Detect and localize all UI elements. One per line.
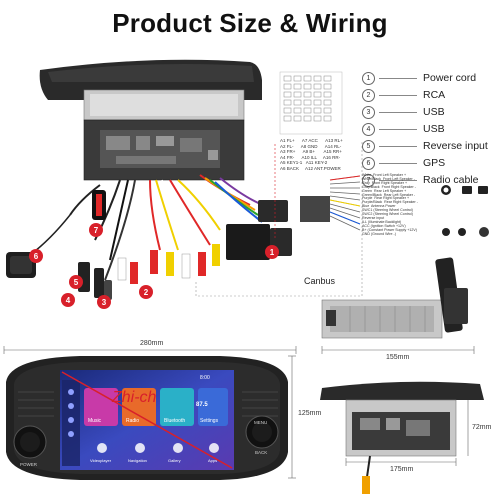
chassis-side-view — [321, 257, 475, 354]
legend-label: Power cord — [423, 72, 477, 84]
callout-5 — [69, 275, 83, 289]
tile-settings — [198, 388, 228, 426]
tile-bluetooth-label: Bluetooth — [164, 418, 185, 424]
knob-menu-label: MENU — [254, 420, 267, 425]
legend-label: USB — [423, 106, 445, 118]
rca-plugs — [117, 244, 220, 284]
tile-radio — [122, 388, 156, 426]
tile-radio-label: Radio — [126, 418, 139, 424]
wire-harness — [29, 174, 266, 281]
legend-item: 5 Reverse input — [362, 138, 498, 154]
callout-7 — [89, 223, 103, 237]
head-unit-top — [39, 59, 262, 181]
wifi-icon — [68, 389, 74, 395]
legend-item: 7 Radio cable — [362, 172, 498, 188]
dimension-chassis-height: 72mm — [472, 424, 492, 431]
legend-label: RCA — [423, 89, 446, 101]
callout-frames — [195, 140, 363, 297]
wiring-labels: White Front Left Speaker + White/Black F… — [362, 173, 418, 236]
bottom-item-0: Videoplayer — [90, 458, 112, 463]
callout-4-label: 4 — [66, 296, 71, 305]
dimension-height: 125mm — [298, 410, 322, 417]
tile-settings-label: Settings — [200, 418, 219, 424]
legend-item: 1 Power cord — [362, 70, 498, 86]
camera-icon — [478, 186, 488, 194]
screen-time: 8:00 — [200, 375, 210, 381]
legend-number: 7 — [362, 173, 375, 187]
legend-number: 5 — [362, 139, 375, 153]
legend-item: 2 RCA — [362, 87, 498, 103]
legend-label: USB — [423, 123, 445, 135]
legend-label: Radio cable — [423, 174, 479, 186]
callout-6 — [29, 249, 43, 263]
callout-3 — [97, 295, 111, 309]
dimension-depth: 155mm — [386, 354, 410, 361]
callout-1-label: 1 — [270, 248, 275, 257]
knob-power-label: POWER — [20, 462, 38, 467]
usb-plugs — [78, 190, 112, 300]
connector-pinout — [279, 71, 343, 135]
accessory-icons — [441, 185, 489, 237]
callout-2 — [139, 285, 153, 299]
canbus-label: Canbus — [304, 276, 336, 286]
callout-4 — [61, 293, 75, 307]
tile-music — [84, 388, 118, 426]
legend-number: 6 — [362, 156, 375, 170]
callout-markers — [29, 223, 279, 309]
chassis-bottom-right — [320, 381, 484, 494]
wiring-harness-right — [300, 175, 361, 231]
canbus-box — [226, 200, 292, 260]
tile-bluetooth — [160, 388, 194, 426]
legend-item: 4 USB — [362, 121, 498, 137]
callout-7-label: 7 — [94, 226, 99, 235]
gps-antenna — [6, 252, 36, 278]
legend-number: 4 — [362, 122, 375, 136]
head-unit-front — [3, 346, 297, 480]
bottom-item-1: Navigation — [128, 458, 147, 463]
legend-number: 1 — [362, 71, 375, 85]
callout-1 — [265, 245, 279, 259]
legend-label: Reverse input — [423, 140, 488, 152]
dimension-chassis-width: 175mm — [390, 466, 414, 473]
callout-3-label: 3 — [102, 298, 107, 307]
tile-music-label: Music — [88, 418, 102, 424]
legend-number: 3 — [362, 105, 375, 119]
page-title: Product Size & Wiring — [112, 8, 388, 38]
legend-item: 3 USB — [362, 104, 498, 120]
dimension-width: 280mm — [140, 340, 164, 347]
knob-back-label: BACK — [255, 450, 267, 455]
pinout-text: A1 FL+ A7 ACC A13 RL+ A2 FL- A8 GND A14 … — [280, 138, 343, 171]
legend-number: 2 — [362, 88, 375, 102]
legend-item: 6 GPS — [362, 155, 498, 171]
watermark: Zhi-ch — [111, 389, 157, 406]
bottom-item-3: Apps — [208, 458, 217, 463]
callout-5-label: 5 — [74, 278, 79, 287]
bottom-item-2: Gallery — [168, 458, 181, 463]
callout-6-label: 6 — [34, 252, 39, 261]
legend-label: GPS — [423, 157, 446, 169]
radio-frequency: 87.5 — [196, 402, 208, 408]
callout-2-label: 2 — [144, 288, 149, 297]
bluetooth-icon — [68, 403, 74, 409]
